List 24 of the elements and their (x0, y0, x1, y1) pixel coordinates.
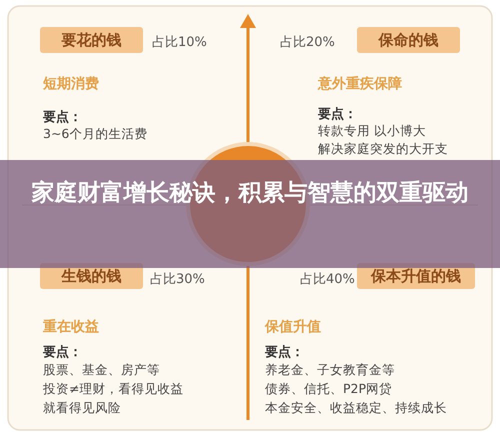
point-text: 解决家庭突发的大开支 (318, 141, 448, 158)
percentage-text: 占比10% (152, 34, 207, 51)
key-points-label: 要点： (318, 106, 357, 123)
point-text: 养老金、子女教育金等 (265, 362, 395, 379)
point-text: 转款专用 以小博大 (318, 123, 426, 140)
point-text: 就看得见风险 (43, 400, 121, 417)
point-text: 投资≠理财，看得见收益 (43, 381, 184, 398)
subheading: 短期消费 (43, 75, 99, 93)
key-points-label: 要点： (265, 344, 304, 361)
percentage-text: 占比30% (150, 271, 205, 288)
category-badge: 保命的钱 (357, 27, 460, 53)
percentage-text: 占比20% (280, 34, 335, 51)
title-text: 家庭财富增长秘诀，积累与智慧的双重驱动 (30, 179, 470, 208)
key-points-label: 要点： (43, 344, 82, 361)
point-text: 本金安全、收益稳定、持续成长 (265, 400, 447, 417)
point-text: 债券、信托、P2P网贷 (265, 381, 392, 398)
subheading: 意外重疾保障 (318, 75, 402, 93)
key-points-label: 要点： (43, 109, 82, 126)
subheading: 保值升值 (265, 318, 321, 336)
point-text: 3~6个月的生活费 (43, 126, 148, 143)
subheading: 重在收益 (43, 318, 99, 336)
point-text: 股票、基金、房产等 (43, 362, 160, 379)
category-badge: 要花的钱 (40, 27, 143, 53)
percentage-text: 占比40% (300, 271, 355, 288)
